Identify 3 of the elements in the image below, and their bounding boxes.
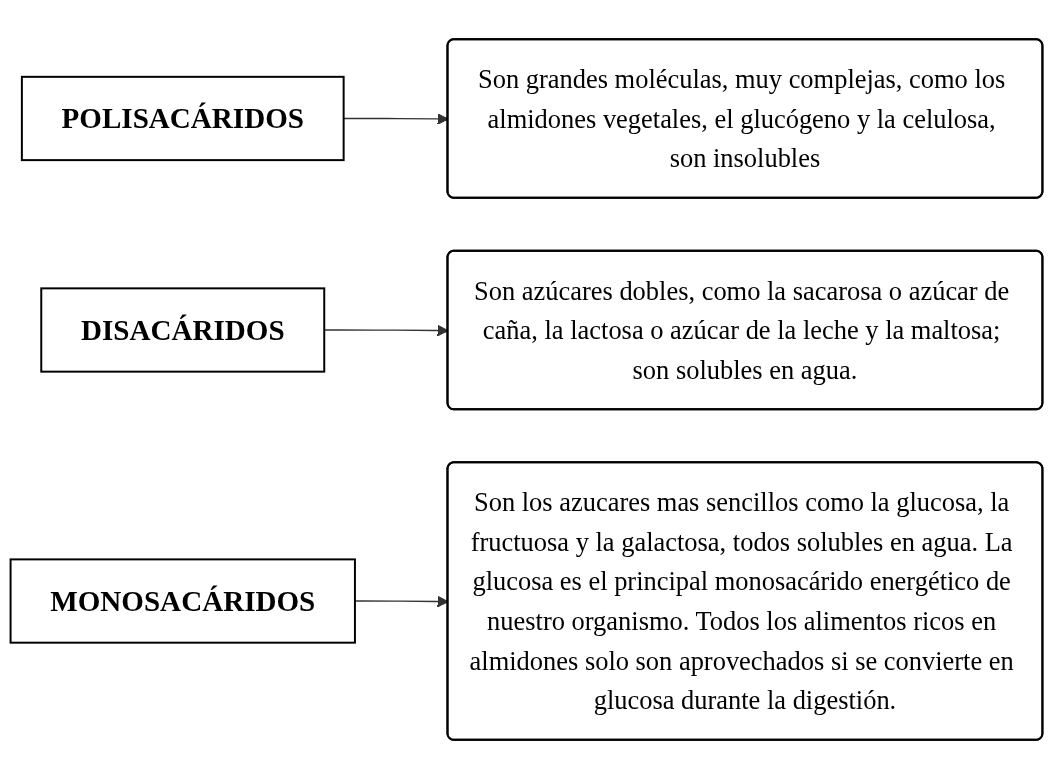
node-box: MONOSACÁRIDOS [9,558,356,644]
node-box: DISACÁRIDOS [40,287,326,373]
node-box: POLISACÁRIDOS [20,75,345,162]
